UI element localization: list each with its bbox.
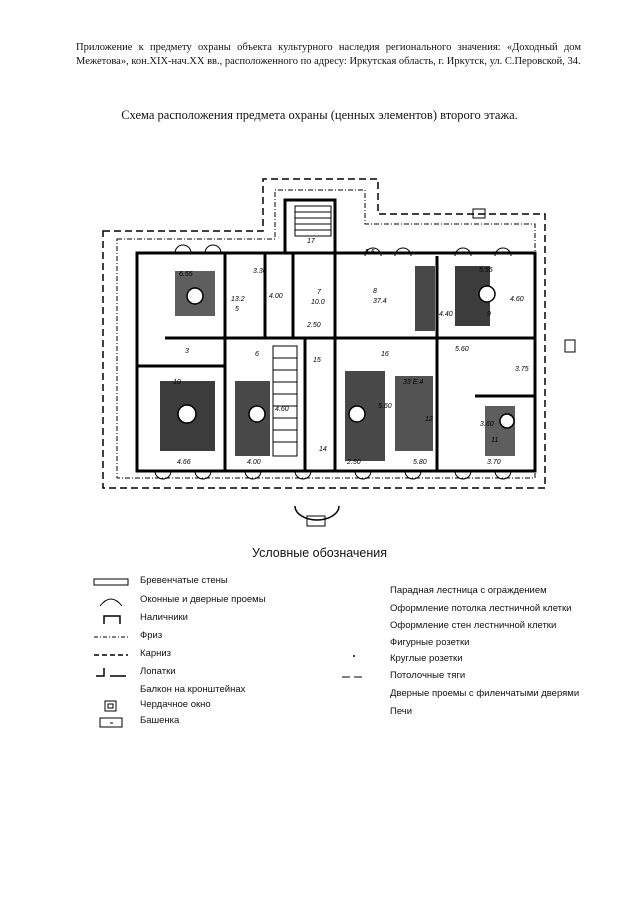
room-label: 7 xyxy=(317,289,322,296)
ceiling-molding-icon xyxy=(342,676,362,678)
room-label: 12 xyxy=(425,416,433,423)
legend-label: Фигурные розетки xyxy=(390,637,470,648)
room-label: 5.5 xyxy=(365,249,375,256)
document-header: Приложение к предмету охраны объекта кул… xyxy=(76,42,581,67)
room-label: 4.60 xyxy=(275,406,289,413)
room-label: 3 xyxy=(185,348,189,355)
room-label: 5.60 xyxy=(455,346,469,353)
room-label: 2.50 xyxy=(306,322,321,329)
legend-label: Наличники xyxy=(140,612,188,623)
attic-window xyxy=(472,208,486,219)
bracket-balcony xyxy=(294,505,340,521)
shaded-areas xyxy=(160,266,515,461)
legend-label: Бревенчатые стены xyxy=(140,575,228,586)
room-label: 4.00 xyxy=(247,459,261,466)
attic-window xyxy=(564,339,576,353)
turret xyxy=(306,515,326,527)
turret-icon xyxy=(99,717,123,728)
window-door-opening-icon xyxy=(99,598,123,607)
trim-icon xyxy=(103,615,121,624)
room-label: 37.4 xyxy=(373,298,387,305)
legend-label: Лопатки xyxy=(140,666,176,677)
floor-plan: 17 5.5 3.30 13.2 4.00 10.0 8 37.4 4.40 5… xyxy=(102,178,576,527)
room-label: 5.60 xyxy=(378,403,392,410)
room-label: 3.60 xyxy=(480,421,494,428)
room-label: 4.00 xyxy=(269,293,283,300)
window-openings xyxy=(154,244,512,480)
legend-label: Потолочные тяги xyxy=(390,670,466,681)
legend-label: Дверные проемы с филенчатыми дверями xyxy=(390,688,580,699)
log-wall-icon xyxy=(93,578,129,586)
room-label: 3.75 xyxy=(515,366,529,373)
room-label: 10 xyxy=(173,379,181,386)
legend-title: Условные обозначения xyxy=(251,546,388,560)
legend-label: Парадная лестница с ограждением xyxy=(390,585,547,596)
frieze-line-icon xyxy=(94,636,128,638)
room-label: 10.0 xyxy=(311,299,325,306)
room-label: 5.55 xyxy=(479,267,493,274)
room-label: 2.50 xyxy=(346,459,361,466)
room-label: 4.40 xyxy=(439,311,453,318)
legend-label: Круглые розетки xyxy=(390,653,463,664)
room-label: 9 xyxy=(487,311,491,318)
room-label: 4.66 xyxy=(177,459,191,466)
legend-label: Башенка xyxy=(140,715,180,726)
room-label: 6.55 xyxy=(179,271,193,278)
bracket-balcony-icon xyxy=(92,684,132,698)
room-label: 17 xyxy=(307,238,316,245)
room-label: 6 xyxy=(255,351,259,358)
legend-label: Оконные и дверные проемы xyxy=(140,594,266,605)
room-label: 3.30 xyxy=(253,268,267,275)
legend-label: Карниз xyxy=(140,648,172,659)
attic-window-icon xyxy=(104,700,117,712)
cornice-line-icon xyxy=(94,654,128,656)
room-label: 4.60 xyxy=(510,296,524,303)
legend-label: Чердачное окно xyxy=(140,699,211,710)
walls xyxy=(135,198,537,473)
room-label: 15 xyxy=(313,357,321,364)
plan-title: Схема расположения предмета охраны (ценн… xyxy=(121,108,518,122)
legend-label: Оформление стен лестничной клетки xyxy=(390,620,557,631)
room-label: 33 E.4 xyxy=(403,379,423,386)
plan-outer-dashed xyxy=(102,178,546,489)
pilaster-icon xyxy=(96,668,126,677)
room-label: 5.80 xyxy=(413,459,427,466)
round-rosette-icon xyxy=(353,655,355,657)
room-labels: 17 5.5 3.30 13.2 4.00 10.0 8 37.4 4.40 5… xyxy=(173,238,529,466)
room-label: 16 xyxy=(381,351,389,358)
legend-label: Печи xyxy=(390,706,413,717)
main-staircase xyxy=(272,205,332,457)
room-label: 3.70 xyxy=(487,459,501,466)
legend-label: Фриз xyxy=(140,630,163,641)
legend-label: Балкон на кронштейнах xyxy=(140,684,246,695)
room-label: 5 xyxy=(235,306,239,313)
round-rosettes xyxy=(177,285,515,429)
room-label: 14 xyxy=(319,446,327,453)
room-label: 8 xyxy=(373,288,377,295)
room-label: 13.2 xyxy=(231,296,245,303)
room-label: 11 xyxy=(491,437,498,444)
legend-label: Оформление потолка лестничной клетки xyxy=(390,603,572,614)
